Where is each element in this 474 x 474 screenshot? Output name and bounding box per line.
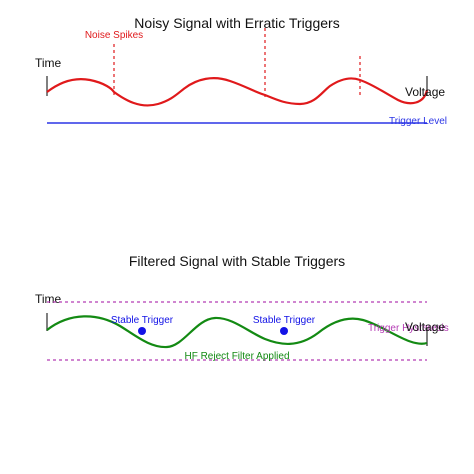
noisy-signal-panel: Noisy Signal with Erratic Triggers Noise… [35,15,447,127]
filtered-panel-title: Filtered Signal with Stable Triggers [129,253,345,269]
hf-reject-filter-label: HF Reject Filter Applied [184,351,289,362]
filtered-time-label: Time [35,292,62,306]
stable-trigger-point-2 [280,327,288,335]
filtered-signal-panel: Filtered Signal with Stable Triggers Tim… [35,253,449,362]
stable-trigger-label-1: Stable Trigger [111,315,174,326]
stable-trigger-point-1 [138,327,146,335]
noisy-panel-title: Noisy Signal with Erratic Triggers [134,15,339,31]
trigger-level-label: Trigger Level [389,116,447,127]
noisy-voltage-label: Voltage [405,85,445,99]
noise-spikes-label: Noise Spikes [85,30,143,41]
stable-trigger-label-2: Stable Trigger [253,315,316,326]
noisy-signal-waveform [46,77,429,107]
filtered-signal-waveform [46,315,428,349]
noisy-time-label: Time [35,56,62,70]
filtered-voltage-label: Voltage [405,320,445,334]
trigger-hysteresis-label: Trigger Hysteresis [368,323,449,334]
